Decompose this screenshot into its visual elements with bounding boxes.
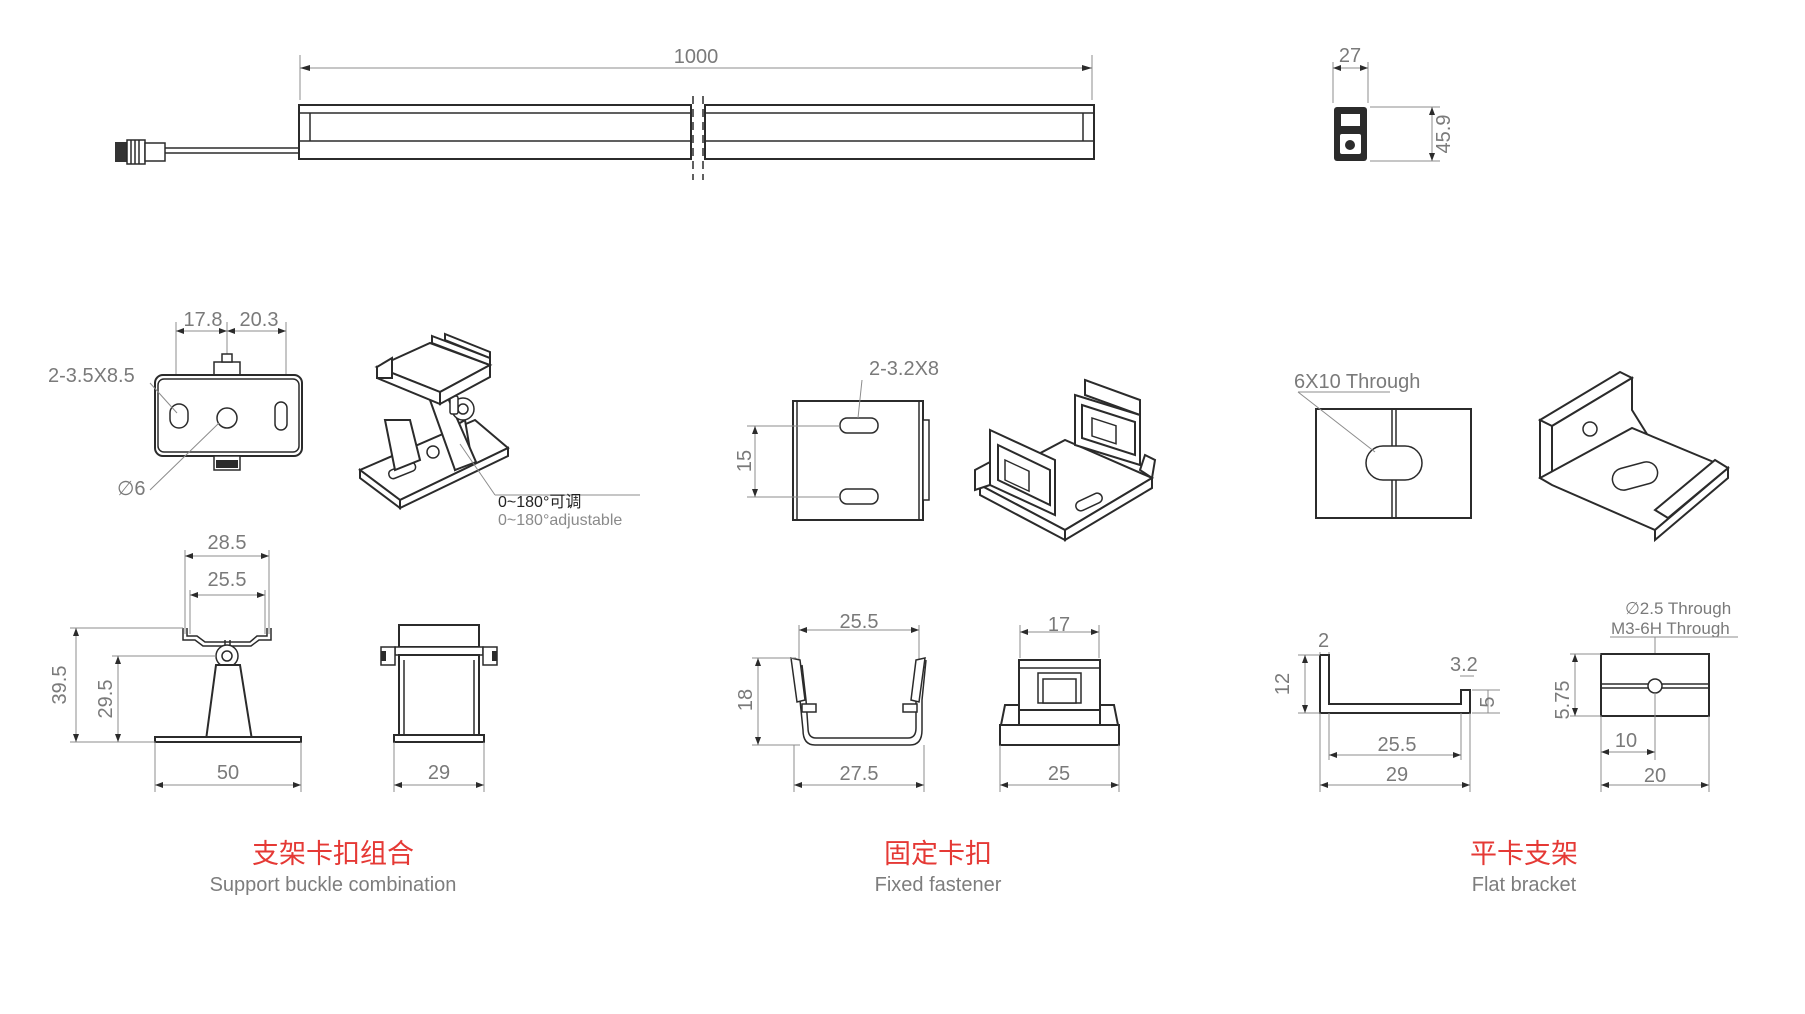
dim-10: 10: [1615, 730, 1637, 752]
dim-17: 17: [1048, 614, 1070, 636]
thread-callout: M3-6H Through: [1611, 619, 1730, 638]
support-buckle-title-cn: 支架卡扣组合: [252, 839, 414, 870]
dim-28-5: 28.5: [208, 532, 247, 554]
dim-17-8: 17.8: [184, 309, 223, 331]
dim-12: 12: [1272, 673, 1294, 695]
fixed-fastener-side-view: 17 25: [999, 614, 1120, 792]
support-buckle-side-view: 29: [380, 624, 498, 792]
hole-through-callout: ∅2.5 Through: [1625, 599, 1731, 618]
bar-light-front-view: 1000: [115, 46, 1095, 180]
dim-15: 15: [734, 450, 756, 472]
dim-20-3: 20.3: [240, 309, 279, 331]
fixed-fastener-title-cn: 固定卡扣: [884, 839, 992, 870]
angle-note-cn: 0~180°可调: [498, 493, 581, 511]
dim-25-5-bracket: 25.5: [1378, 734, 1417, 756]
bar-light-end-view: 27 45.9: [1332, 45, 1455, 162]
flat-bracket-title-en: Flat bracket: [1472, 874, 1577, 896]
dim-length: 1000: [674, 46, 719, 68]
dim-50: 50: [217, 762, 239, 784]
dim-25-5-fastener: 25.5: [840, 611, 879, 633]
dim-29-bracket: 29: [1386, 764, 1408, 786]
slot-callout: 2-3.5X8.5: [48, 365, 135, 387]
fixed-fastener-isometric: [974, 378, 1157, 542]
support-buckle-isometric: 0~180°可调 0~180°adjustable: [358, 332, 640, 529]
flat-bracket-title-cn: 平卡支架: [1470, 839, 1578, 870]
dim-25: 25: [1048, 763, 1070, 785]
dim-27-5: 27.5: [840, 763, 879, 785]
dim-5-75: 5.75: [1552, 681, 1574, 720]
fastener-slot-callout: 2-3.2X8: [869, 358, 939, 380]
support-plate-top-view: 17.8 20.3 2-3.5X8.5 ∅6: [48, 309, 303, 500]
dim-height: 45.9: [1433, 115, 1455, 154]
hole-callout: ∅6: [117, 478, 146, 500]
flat-bracket-isometric: [1537, 370, 1730, 543]
dim-29: 29: [428, 762, 450, 784]
support-buckle-front-view: 28.5 25.5 39.5 29.5 50: [49, 532, 302, 792]
flat-bracket-front-view: 2 3.2 12 5 25.5 29: [1272, 630, 1500, 792]
dim-20: 20: [1644, 765, 1666, 787]
through-callout: 6X10 Through: [1294, 371, 1420, 393]
fixed-fastener-front-view: 25.5 18 27.5: [735, 611, 927, 792]
fixed-fastener-title-en: Fixed fastener: [875, 874, 1002, 896]
support-buckle-title-en: Support buckle combination: [210, 874, 457, 896]
angle-note-en: 0~180°adjustable: [498, 512, 622, 529]
fixed-fastener-top-view: 2-3.2X8 15: [734, 358, 939, 521]
dim-25-5: 25.5: [208, 569, 247, 591]
dim-39-5: 39.5: [49, 666, 71, 705]
dim-18: 18: [735, 689, 757, 711]
dim-3-2: 3.2: [1450, 654, 1478, 676]
dim-5: 5: [1477, 696, 1499, 707]
dim-29-5: 29.5: [95, 680, 117, 719]
flat-bracket-top-view: 6X10 Through: [1294, 371, 1472, 519]
flat-bracket-side-view: ∅2.5 Through M3-6H Through 5.75 10 20: [1552, 599, 1738, 792]
dim-width: 27: [1339, 45, 1361, 67]
dim-2: 2: [1318, 630, 1329, 652]
m8-connector-icon: [115, 139, 166, 165]
